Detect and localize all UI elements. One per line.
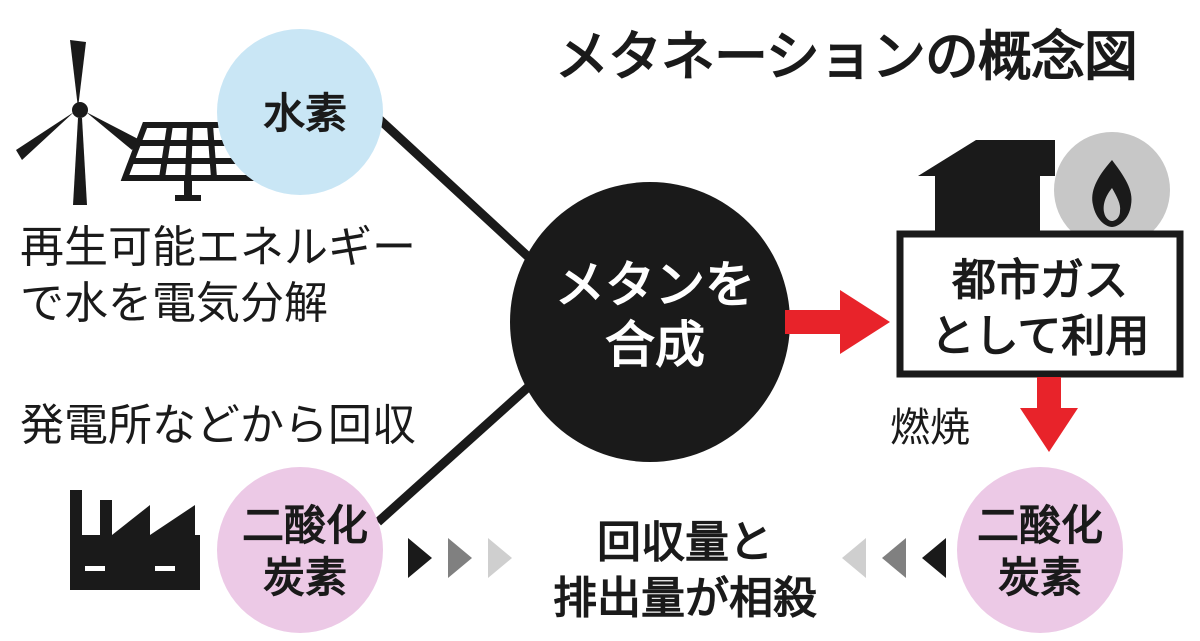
house-icon	[918, 140, 1055, 232]
city-gas-label: 都市ガス として利用	[930, 255, 1150, 362]
methane-circle	[510, 182, 790, 462]
chevrons-left	[842, 538, 946, 578]
combustion-label: 燃焼	[890, 405, 970, 451]
city-gas-box	[896, 230, 1184, 378]
methane-label: メタンを 合成	[555, 256, 755, 374]
co2-emitted-circle	[957, 467, 1123, 633]
arrow-to-city-gas	[785, 290, 890, 354]
wind-turbine-icon	[16, 40, 140, 205]
chevrons-right	[408, 538, 512, 578]
hydrogen-caption: 再生可能エネルギー で水を電気分解	[20, 222, 416, 329]
hydrogen-label: 水素	[262, 89, 347, 138]
co2-source-caption: 発電所などから回収	[20, 400, 416, 451]
flame-icon	[1092, 160, 1132, 227]
co2-source-label: 二酸化 炭素	[241, 501, 368, 602]
co2-emitted-label: 二酸化 炭素	[976, 501, 1103, 602]
offset-label: 回収量と 排出量が相殺	[553, 517, 817, 624]
factory-icon	[70, 490, 200, 590]
solar-panel-icon	[120, 122, 257, 201]
co2-source-circle	[217, 467, 383, 633]
arrow-to-co2-emitted	[1020, 377, 1078, 452]
diagram-title: メタネーションの概念図	[555, 25, 1138, 88]
hydrogen-circle	[217, 29, 383, 195]
